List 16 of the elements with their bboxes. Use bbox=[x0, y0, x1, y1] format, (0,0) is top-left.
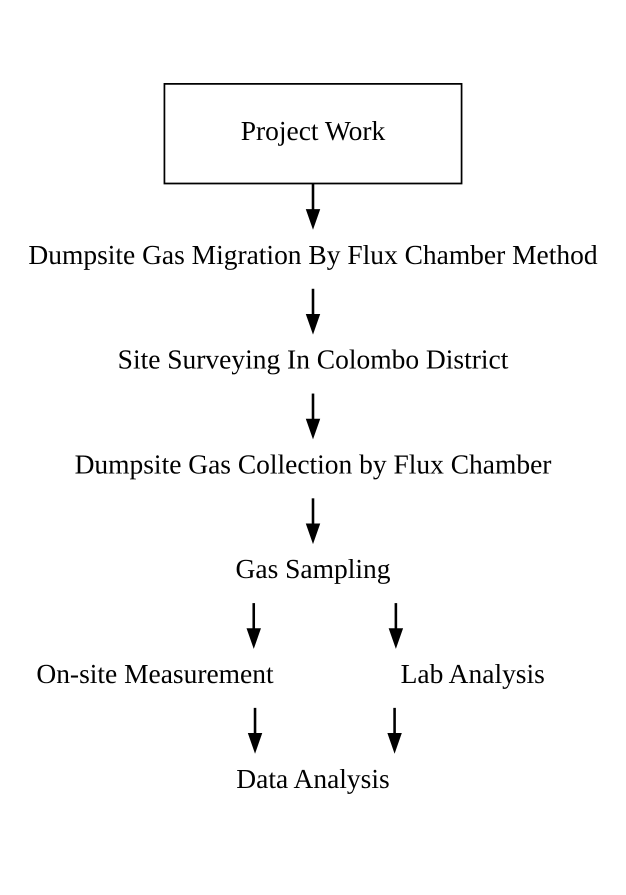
arrow bbox=[306, 288, 320, 334]
arrow bbox=[246, 602, 261, 648]
node-text: On-site Measurement bbox=[36, 658, 274, 688]
arrow bbox=[306, 498, 320, 544]
arrow bbox=[388, 602, 404, 648]
arrow bbox=[387, 707, 402, 754]
node-text: Dumpsite Gas Collection by Flux Chamber bbox=[74, 448, 552, 479]
arrow bbox=[306, 393, 320, 439]
node-text: Lab Analysis bbox=[400, 658, 545, 688]
node-text: Gas Sampling bbox=[236, 554, 390, 584]
arrow bbox=[306, 184, 320, 230]
arrow bbox=[248, 707, 262, 754]
node-text: Dumpsite Gas Migration By Flux Chamber Method bbox=[28, 239, 598, 270]
node-box: Project Work bbox=[164, 82, 462, 184]
node-text: Data Analysis bbox=[236, 763, 390, 794]
node-text: Site Surveying In Colombo District bbox=[118, 344, 508, 374]
